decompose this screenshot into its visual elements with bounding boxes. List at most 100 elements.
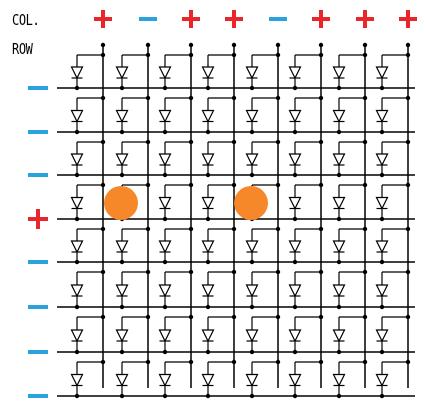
- junction-dot: [188, 314, 194, 320]
- junction-dot: [145, 269, 151, 275]
- junction-dot: [74, 172, 80, 178]
- junction-dot: [379, 85, 385, 91]
- led-diode-icon: [201, 329, 215, 343]
- junction-dot: [336, 393, 342, 399]
- junction-dot: [275, 314, 281, 320]
- junction-dot: [100, 95, 106, 101]
- led-diode-icon: [245, 329, 259, 343]
- junction-dot: [249, 172, 255, 178]
- junction-dot: [188, 139, 194, 145]
- junction-dot: [119, 393, 125, 399]
- junction-dot: [74, 393, 80, 399]
- junction-dot: [188, 269, 194, 275]
- led-diode-icon: [288, 240, 302, 254]
- led-diode-icon: [201, 373, 215, 387]
- junction-dot: [188, 182, 194, 188]
- column-terminal-dot: [100, 42, 106, 48]
- junction-dot: [74, 216, 80, 222]
- junction-dot: [362, 269, 368, 275]
- junction-dot: [100, 226, 106, 232]
- led-diode-icon: [70, 329, 84, 343]
- junction-dot: [362, 139, 368, 145]
- junction-dot: [405, 226, 411, 232]
- led-diode-icon: [201, 196, 215, 210]
- junction-dot: [188, 359, 194, 365]
- junction-dot: [405, 52, 411, 58]
- junction-dot: [231, 52, 237, 58]
- led-diode-icon: [115, 153, 129, 167]
- led-diode-icon: [245, 109, 259, 123]
- junction-dot: [162, 349, 168, 355]
- led-diode-icon: [201, 66, 215, 80]
- junction-dot: [188, 95, 194, 101]
- led-diode-icon: [158, 373, 172, 387]
- led-diode-icon: [70, 240, 84, 254]
- junction-dot: [74, 85, 80, 91]
- junction-dot: [188, 52, 194, 58]
- led-diode-icon: [158, 153, 172, 167]
- led-diode-icon: [70, 153, 84, 167]
- junction-dot: [292, 304, 298, 310]
- led-diode-icon: [158, 109, 172, 123]
- junction-dot: [231, 226, 237, 232]
- junction-dot: [162, 259, 168, 265]
- junction-dot: [100, 52, 106, 58]
- led-diode-icon: [332, 373, 346, 387]
- junction-dot: [379, 216, 385, 222]
- junction-dot: [205, 304, 211, 310]
- led-diode-icon: [245, 153, 259, 167]
- led-diode-icon: [288, 196, 302, 210]
- column-terminal-dot: [275, 42, 281, 48]
- junction-dot: [205, 85, 211, 91]
- junction-dot: [379, 304, 385, 310]
- led-diode-icon: [201, 153, 215, 167]
- junction-dot: [205, 172, 211, 178]
- junction-dot: [405, 314, 411, 320]
- junction-dot: [292, 85, 298, 91]
- junction-dot: [405, 359, 411, 365]
- junction-dot: [205, 259, 211, 265]
- junction-dot: [100, 182, 106, 188]
- led-diode-icon: [70, 66, 84, 80]
- junction-dot: [119, 304, 125, 310]
- junction-dot: [318, 139, 324, 145]
- junction-dot: [275, 182, 281, 188]
- junction-dot: [205, 216, 211, 222]
- junction-dot: [275, 139, 281, 145]
- junction-dot: [292, 349, 298, 355]
- junction-dot: [119, 85, 125, 91]
- junction-dot: [292, 172, 298, 178]
- junction-dot: [205, 129, 211, 135]
- junction-dot: [292, 259, 298, 265]
- led-diode-icon: [245, 66, 259, 80]
- junction-dot: [275, 52, 281, 58]
- junction-dot: [205, 349, 211, 355]
- junction-dot: [162, 129, 168, 135]
- column-terminal-dot: [145, 42, 151, 48]
- junction-dot: [100, 359, 106, 365]
- junction-dot: [249, 129, 255, 135]
- junction-dot: [275, 226, 281, 232]
- junction-dot: [318, 269, 324, 275]
- junction-dot: [318, 359, 324, 365]
- junction-dot: [405, 139, 411, 145]
- junction-dot: [336, 259, 342, 265]
- led-diode-icon: [158, 240, 172, 254]
- junction-dot: [205, 393, 211, 399]
- led-diode-icon: [115, 66, 129, 80]
- led-diode-icon: [288, 153, 302, 167]
- junction-dot: [292, 129, 298, 135]
- led-diode-icon: [70, 109, 84, 123]
- junction-dot: [336, 85, 342, 91]
- column-terminal-dot: [231, 42, 237, 48]
- junction-dot: [74, 129, 80, 135]
- junction-dot: [362, 314, 368, 320]
- junction-dot: [379, 129, 385, 135]
- led-diode-icon: [375, 109, 389, 123]
- junction-dot: [249, 393, 255, 399]
- junction-dot: [249, 349, 255, 355]
- led-diode-icon: [332, 329, 346, 343]
- junction-dot: [405, 95, 411, 101]
- junction-dot: [100, 269, 106, 275]
- junction-dot: [145, 226, 151, 232]
